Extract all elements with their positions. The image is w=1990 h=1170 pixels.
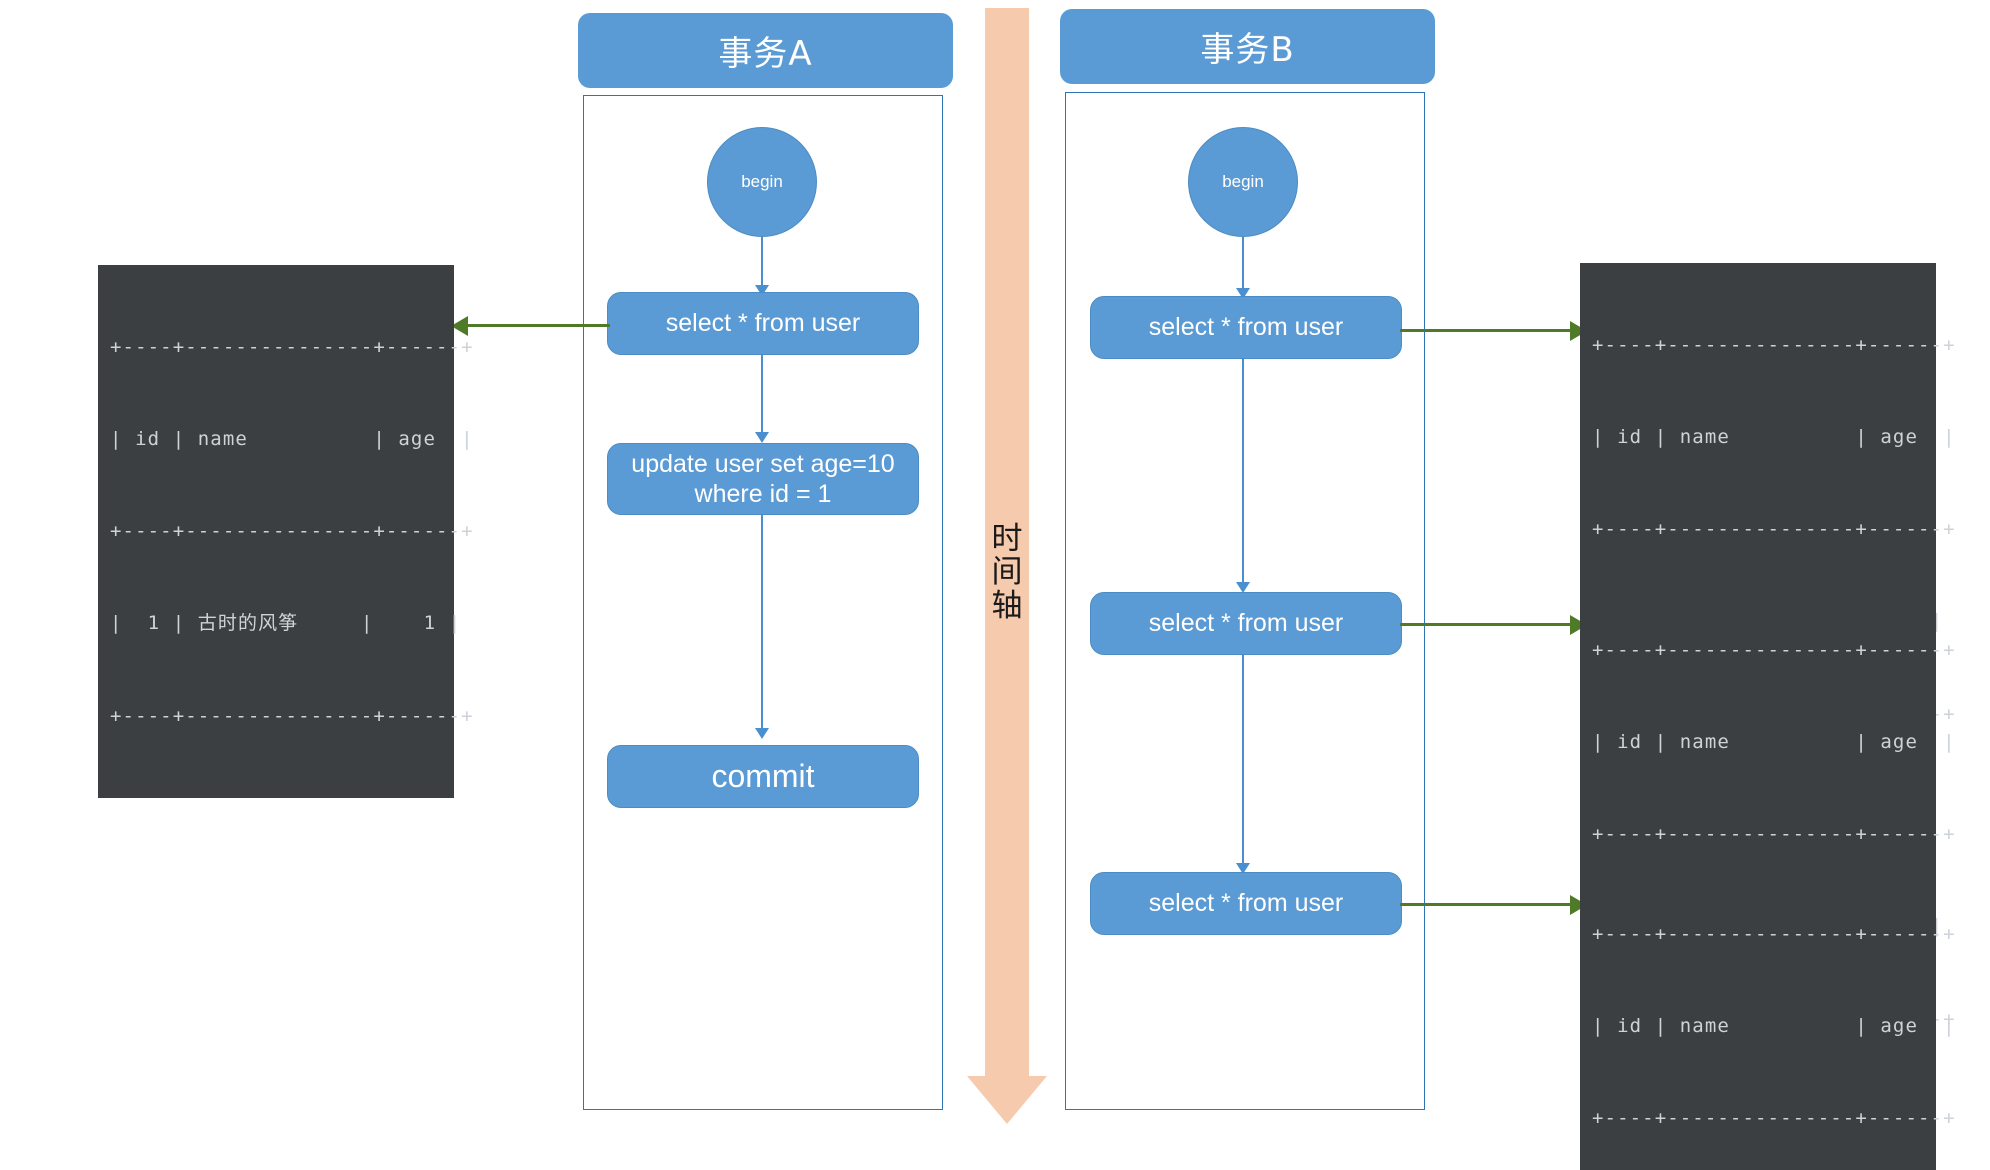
lane-b-connector-1-arrow-icon xyxy=(1236,288,1250,299)
lane-b-select-node-1[interactable]: select * from user xyxy=(1090,296,1402,359)
lane-b-header: 事务B xyxy=(1060,9,1435,84)
result-table-b3-line-0: +----+---------------+------+ xyxy=(1592,922,1956,945)
lane-b-connector-1 xyxy=(1242,237,1245,297)
timeline-arrow-icon xyxy=(967,1076,1047,1124)
lane-a-connector-3 xyxy=(761,515,764,735)
lane-b-select-label-2: select * from user xyxy=(1148,609,1344,638)
lane-b-connector-3-arrow-icon xyxy=(1236,863,1250,874)
result-table-b2-line-0: +----+---------------+------+ xyxy=(1592,638,1956,661)
result-arrow-b3 xyxy=(1400,903,1572,906)
timeline-label: 时 间 轴 xyxy=(984,521,1030,624)
lane-a-connector-2-arrow-icon xyxy=(755,432,769,443)
result-table-a1-line-1: | id | name | age | xyxy=(110,427,474,450)
timeline-label-char-2: 间 xyxy=(991,554,1023,591)
lane-a-header: 事务A xyxy=(578,13,953,88)
result-table-b3: +----+---------------+------+ | id | nam… xyxy=(1580,852,1956,1170)
result-table-b1-line-0: +----+---------------+------+ xyxy=(1592,333,1956,356)
result-arrow-b1 xyxy=(1400,329,1572,332)
lane-b-connector-2-arrow-icon xyxy=(1236,582,1250,593)
lane-a-connector-1-arrow-icon xyxy=(755,285,769,296)
lane-a-select-node[interactable]: select * from user xyxy=(607,292,919,355)
lane-b-select-label-3: select * from user xyxy=(1148,889,1344,918)
lane-b-select-node-2[interactable]: select * from user xyxy=(1090,592,1402,655)
lane-a-commit-node[interactable]: commit xyxy=(607,745,919,808)
result-arrow-a1 xyxy=(465,324,610,327)
lane-b-select-node-3[interactable]: select * from user xyxy=(1090,872,1402,935)
lane-a-begin-label: begin xyxy=(741,172,783,191)
result-table-b3-line-1: | id | name | age | xyxy=(1592,1014,1956,1037)
timeline-label-char-1: 时 xyxy=(991,521,1023,557)
lane-a-update-node[interactable]: update user set age=10 where id = 1 xyxy=(607,443,919,515)
lane-b-select-label-1: select * from user xyxy=(1148,313,1344,342)
result-table-a1-line-2: +----+---------------+------+ xyxy=(110,520,474,543)
lane-b-title: 事务B xyxy=(1200,30,1295,70)
lane-a-connector-3-arrow-icon xyxy=(755,728,769,739)
result-arrow-a1-head-icon xyxy=(451,316,468,336)
lane-b-connector-2 xyxy=(1242,359,1245,589)
result-table-a1-line-0: +----+---------------+------+ xyxy=(110,335,474,358)
timeline-bar xyxy=(985,8,1029,1076)
lane-a-title: 事务A xyxy=(718,34,813,74)
result-table-a1: +----+---------------+------+ | id | nam… xyxy=(98,265,474,799)
lane-a-select-label: select * from user xyxy=(665,309,861,338)
lane-a-update-label-line1: update user set age=10 xyxy=(631,449,895,478)
lane-a-update-label-line2: where id = 1 xyxy=(694,480,832,508)
lane-a-begin-node[interactable]: begin xyxy=(707,127,817,237)
result-table-b1-line-2: +----+---------------+------+ xyxy=(1592,518,1956,541)
lane-a-commit-label: commit xyxy=(711,757,815,794)
timeline-label-char-3: 轴 xyxy=(991,587,1023,624)
lane-a-connector-2 xyxy=(761,355,764,440)
lane-a-connector-1 xyxy=(761,237,764,294)
result-table-b2-line-2: +----+---------------+------+ xyxy=(1592,823,1956,846)
result-table-b1-line-1: | id | name | age | xyxy=(1592,425,1956,448)
result-table-b2-line-1: | id | name | age | xyxy=(1592,730,1956,753)
result-table-a1-line-4: +----+---------------+------+ xyxy=(110,704,474,727)
lane-b-begin-label: begin xyxy=(1222,172,1264,191)
result-table-b3-line-2: +----+---------------+------+ xyxy=(1592,1107,1956,1130)
lane-b-connector-3 xyxy=(1242,655,1245,870)
lane-b-begin-node[interactable]: begin xyxy=(1188,127,1298,237)
result-arrow-b2 xyxy=(1400,623,1572,626)
result-table-a1-line-3: | 1 | 古时的风筝 | 1 | xyxy=(110,612,462,635)
